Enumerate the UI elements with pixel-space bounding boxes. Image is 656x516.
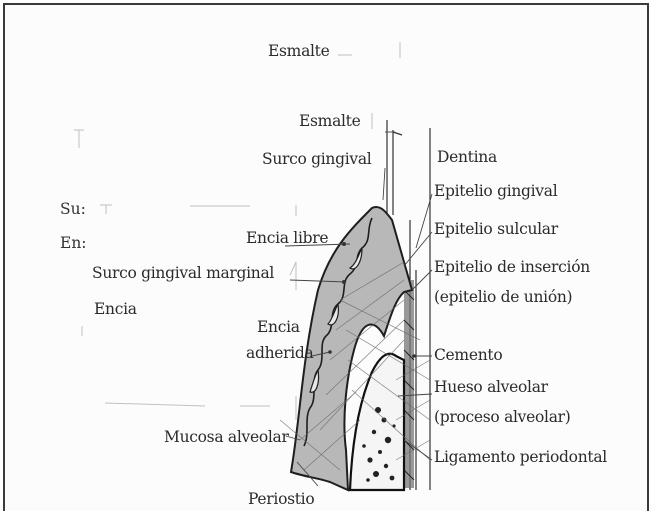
label-hueso-alveolar-line1: Hueso alveolar [434, 378, 548, 396]
label-epitelio-gingival: Epitelio gingival [434, 182, 557, 200]
label-encia-libre: Encia libre [246, 229, 328, 247]
cementum-band [404, 280, 414, 488]
label-fragment-su: Su: [60, 200, 86, 218]
label-hueso-alveolar-line2: (proceso alveolar) [434, 408, 571, 426]
label-surco-gingival-marginal: Surco gingival marginal [92, 264, 274, 282]
label-surco-gingival: Surco gingival [262, 150, 371, 168]
label-esmalte: Esmalte [299, 112, 360, 130]
label-epitelio-insercion-line1: Epitelio de inserción [434, 258, 590, 276]
label-mucosa-alveolar: Mucosa alveolar [164, 428, 289, 446]
label-cemento: Cemento [434, 346, 502, 364]
label-encia-adherida-line1: Encia [257, 318, 300, 336]
label-epitelio-insercion-line2: (epitelio de unión) [434, 288, 572, 306]
label-encia-adherida-line2: adherida [246, 344, 313, 362]
label-esmalte-top: Esmalte [268, 42, 329, 60]
label-dentina: Dentina [437, 148, 497, 166]
label-epitelio-sulcular: Epitelio sulcular [434, 220, 558, 238]
label-periostio: Periostio [248, 490, 314, 508]
label-fragment-en: En: [60, 234, 87, 252]
label-ligamento-periodontal: Ligamento periodontal [434, 448, 607, 466]
label-encia: Encia [94, 300, 137, 318]
